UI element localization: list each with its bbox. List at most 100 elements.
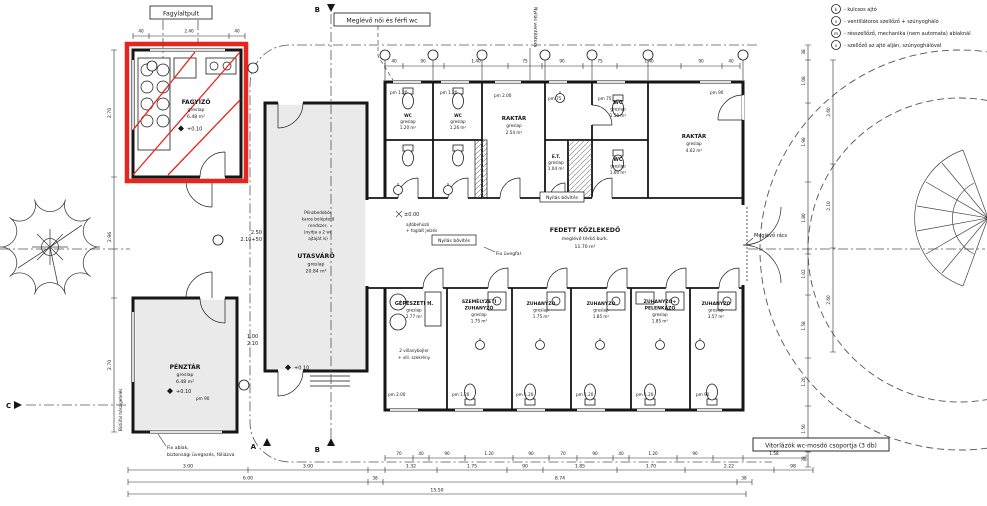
zero-level-marker — [395, 210, 403, 218]
section-label-b-bottom: B — [315, 446, 320, 454]
room-area-wc-a: 1.20 m² — [400, 125, 417, 130]
dim-label: 2.22 — [724, 464, 734, 470]
room-labels: FAGYIZÓ greslap 6.48 m² +0.10 UTASVÁRÓ g… — [167, 99, 731, 401]
room-note-gepeszeti: 2 villanybojler — [399, 348, 429, 353]
pm-label: pm 1.20 — [516, 392, 534, 397]
legend-text: - szellőző az ajtó alján, szúnyoghálóval — [844, 42, 941, 49]
room-level-fagyizo: +0.10 — [187, 127, 202, 133]
site-circle-outer — [759, 49, 987, 451]
section-label-c: C — [6, 402, 11, 410]
section-markers: B B C A — [6, 4, 335, 454]
door-size-penztar-h: 2.10 — [247, 341, 258, 347]
room-name-gepeszeti: GÉPÉSZETI H. — [395, 299, 433, 307]
room-finish-penztar: greslap — [177, 372, 194, 378]
room-area-raktar-2: 4.62 m² — [686, 148, 703, 153]
callout-box-nyilas-bovites-1 — [431, 234, 477, 246]
sink-icon — [535, 337, 545, 350]
dim-label: 1.85 — [575, 464, 585, 470]
callout-nyilas-bovites-1: Nyílás bővítés — [438, 237, 471, 244]
dim-label: 75 — [597, 59, 603, 64]
leader-fagylaltpult — [162, 20, 199, 58]
shrub-fan-symbol — [914, 149, 987, 287]
dim-label: 2.10 — [826, 201, 831, 211]
pm-label: pm 2.00 — [388, 392, 406, 397]
room-name-kozlekedo: FEDETT KÖZLEKEDŐ — [550, 225, 620, 234]
dim-label: 2.70 — [107, 108, 113, 118]
room-name-pelenkazo: ZUHANYZÓ+ — [644, 298, 677, 305]
room-area-zuhanyzo-2: 1.85 m² — [593, 314, 610, 319]
room-name-et: E.T. — [552, 154, 561, 159]
dim-label: 90 — [592, 451, 598, 456]
dim-label: 75 — [522, 59, 528, 64]
sink-icon — [655, 337, 665, 350]
callout-meglevo-racs: Meglévő rács — [754, 232, 788, 239]
dim-label: 70 — [396, 451, 402, 456]
dim-label: 15.50 — [430, 488, 443, 494]
boiler-icon — [389, 313, 407, 331]
building — [130, 47, 782, 435]
room-finish-gepeszeti: greslap — [406, 308, 422, 313]
callout-vitorlazok: Vitorlázók wc-mosdó csoportja (3 db) — [765, 443, 877, 450]
changing-table — [635, 291, 655, 305]
legend-symbol: v — [835, 19, 838, 24]
room-finish-szemelyzeti: greslap — [471, 312, 487, 317]
dim-label: 38 — [801, 456, 806, 462]
callout-box-vitorlazok — [752, 437, 890, 452]
dim-label: 2.70 — [107, 360, 113, 370]
section-label-a: A — [251, 443, 257, 451]
room-name-raktar-2: RAKTÁR — [682, 133, 707, 140]
legend-symbol: m — [834, 31, 838, 36]
room-area-fagyizo: 6.48 m² — [187, 114, 205, 120]
boiler-icon — [389, 293, 407, 311]
pm-label: pm 75 — [548, 96, 562, 101]
section-arrow-c — [14, 401, 22, 409]
legend: k - kulcsos ajtó v - ventillátoros szell… — [831, 4, 971, 50]
callout-fagylaltpult: Fagylaltpult — [163, 11, 200, 18]
dim-label: 1.20 — [801, 377, 806, 387]
room-name-pelenkazo: PELENKÁZÓ — [645, 305, 676, 312]
legend-symbol-circle — [831, 28, 841, 38]
pm-label: pm 90 — [696, 392, 710, 397]
dim-label: 40 — [728, 59, 734, 64]
dim-label: 1.70 — [646, 464, 656, 470]
note-belepteto: (nyitja a 2 wc — [304, 230, 333, 235]
room-name-zuhanyzo-3: ZUHANYZÓ — [702, 300, 731, 307]
electrical-cabinet — [424, 291, 442, 327]
room-name-wc-a: WC — [404, 113, 412, 118]
dim-label: 90 — [559, 59, 565, 64]
ice-cream-tubs — [140, 63, 170, 128]
room-name-szemelyzeti: ZUHANYZÓ — [465, 305, 494, 312]
room-area-gepeszeti: 2.77 m² — [406, 314, 423, 319]
dim-label: 90 — [444, 451, 450, 456]
dim-label: 40 — [234, 29, 240, 34]
room-area-raktar-1: 2.54 m² — [506, 130, 523, 135]
dim-label: 70 — [560, 451, 566, 456]
sink-icon — [595, 337, 605, 350]
dim-label: 38 — [801, 49, 806, 55]
legend-symbol-circle — [831, 4, 841, 14]
room-level-utasvaro: +0.10 — [294, 366, 309, 372]
callouts: Fagylaltpult Meglévő női és férfi wc Nyí… — [118, 5, 890, 458]
section-arrow-b-bottom — [327, 438, 335, 446]
shower-tray-icon — [606, 291, 626, 311]
callout-nyilas-bovites-2: Nyílás bővítés — [546, 194, 579, 201]
callout-zero-level: ±0.00 — [404, 212, 419, 218]
room-name-wc-d: WC — [613, 157, 623, 163]
room-name-wc-b: WC — [454, 113, 462, 118]
callout-box-fagylaltpult — [149, 5, 213, 20]
dim-label: 2.60 — [826, 107, 831, 117]
dim-label: 1.32 — [406, 464, 416, 470]
door-openings — [200, 101, 369, 373]
hatched-pier — [474, 139, 488, 199]
room-area-wc-b: 1.26 m² — [450, 125, 467, 130]
sink-icon — [393, 182, 403, 195]
fixtures — [137, 57, 737, 406]
room-area-penztar: 6.48 m² — [176, 379, 194, 385]
entrance-steps — [310, 375, 350, 387]
toilet-icon — [452, 144, 464, 167]
dim-label: 2.40 — [184, 29, 194, 34]
site-circle-inner — [807, 97, 987, 403]
dimensions: 70 40 90 1.20 90 70 90 40 1.20 90 1.58 3… — [107, 29, 836, 497]
dim-label: 2.60 — [826, 295, 831, 305]
hatched-shaft — [567, 139, 593, 199]
